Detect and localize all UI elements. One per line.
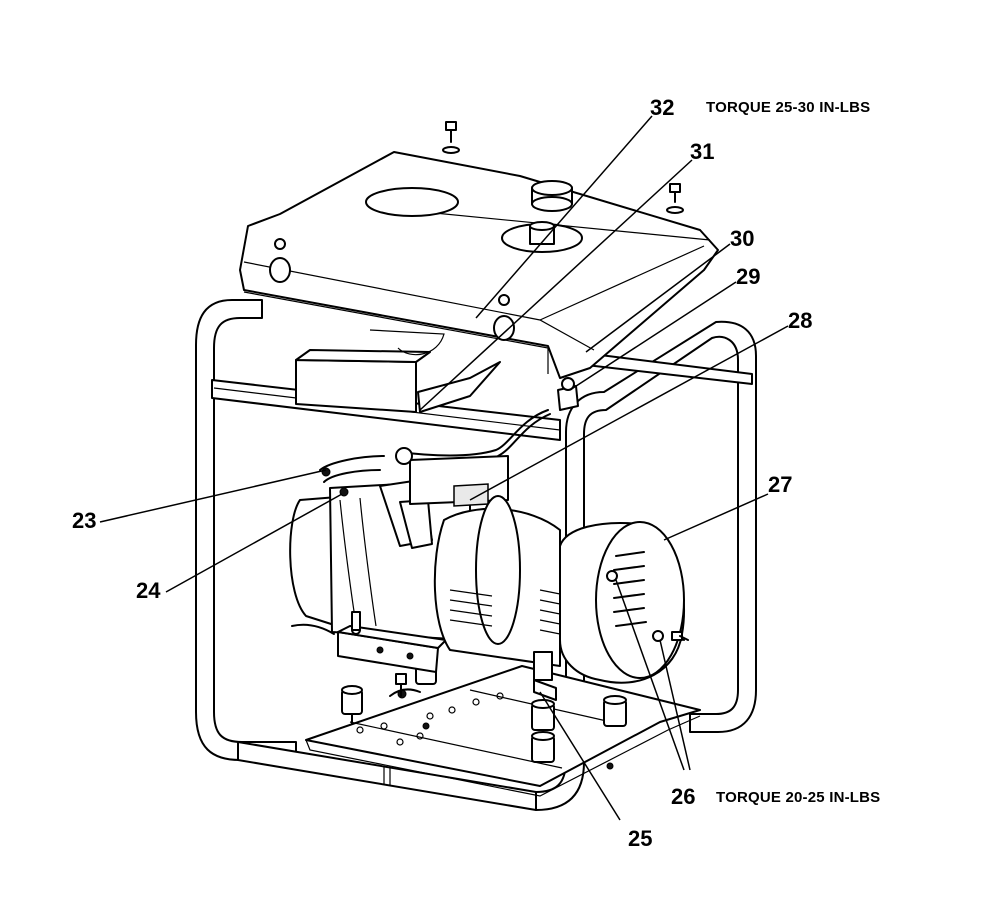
callout-32: 32 (650, 95, 675, 120)
mount-front-left (341, 685, 363, 725)
callout-30: 30 (730, 226, 755, 251)
mount-center-a (531, 699, 555, 731)
alternator (433, 495, 561, 667)
callout-23: 23 (72, 508, 97, 533)
mount-right (603, 695, 627, 727)
mount-center-b (531, 731, 555, 763)
callout-25: 25 (628, 826, 653, 851)
callout-31: 31 (690, 139, 715, 164)
leader-27 (663, 493, 769, 541)
leader-32 (475, 115, 653, 319)
bolt-mount (395, 673, 407, 697)
callout-28: 28 (788, 308, 813, 333)
leader-25 (539, 691, 621, 821)
torque-note-top: TORQUE 25-30 IN-LBS (706, 99, 871, 116)
leader-26b (659, 639, 691, 771)
leader-lines (99, 115, 789, 821)
callout-27: 27 (768, 472, 793, 497)
fuel-tank (239, 151, 719, 379)
frame-left-loop (195, 299, 297, 761)
callout-24: 24 (136, 578, 161, 603)
callout-29: 29 (736, 264, 761, 289)
hardware (395, 121, 689, 697)
bolt-cover (671, 631, 689, 641)
torque-note-bottom: TORQUE 20-25 IN-LBS (716, 789, 881, 806)
leader-28 (469, 325, 789, 501)
leader-26a (615, 579, 685, 771)
bolt-top-left (442, 121, 460, 154)
leader-31 (419, 159, 693, 411)
leader-30 (585, 243, 731, 353)
tank-bracket (295, 329, 501, 413)
leader-24 (165, 493, 343, 593)
callout-26: 26 (671, 784, 696, 809)
leader-23 (99, 469, 327, 523)
leader-29 (569, 281, 737, 391)
alternator-end-cover (533, 521, 686, 701)
bolt-top-right (666, 183, 684, 214)
